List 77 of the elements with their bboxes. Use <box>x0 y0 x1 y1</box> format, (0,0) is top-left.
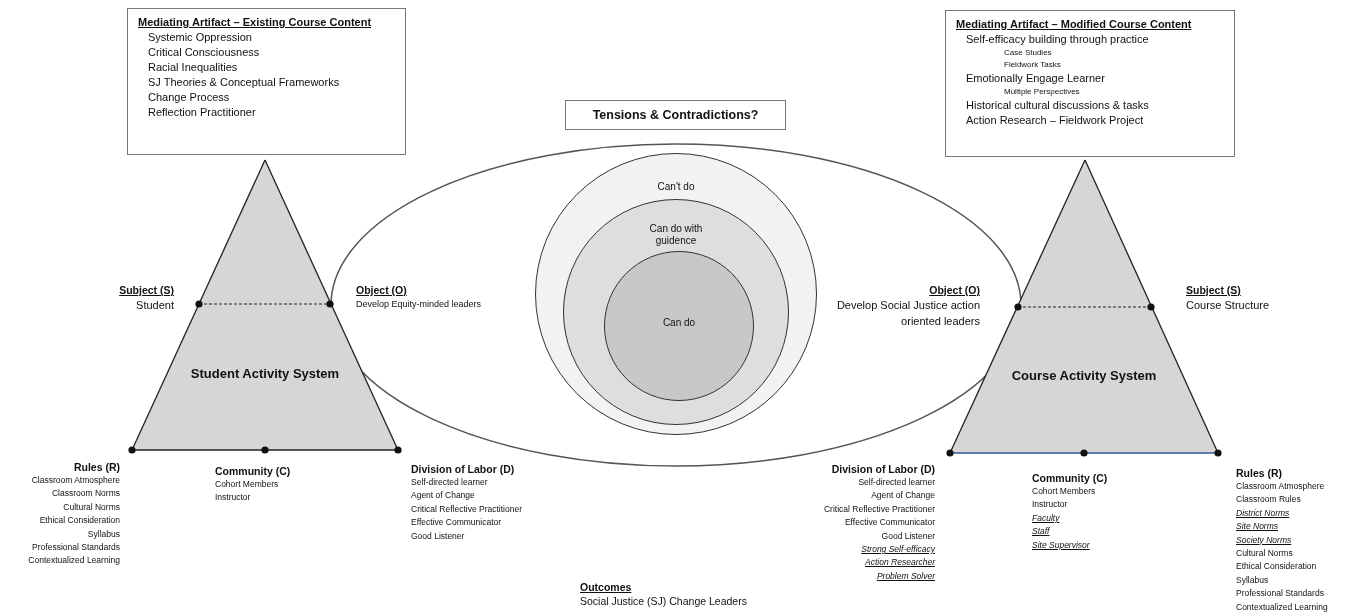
vertex-heading: Rules (R) <box>1236 466 1283 480</box>
circle-label: Can't do <box>656 181 696 193</box>
outcomes-text: Social Justice (SJ) Change Leaders <box>580 594 747 609</box>
vertex-text: Professional Standards <box>32 541 120 555</box>
list-item: Case Studies <box>1003 47 1053 59</box>
list-item: Multiple Perspectives <box>1003 86 1081 98</box>
vertex-text: Classroom Norms <box>52 487 120 501</box>
vertex-text: Syllabus <box>87 527 120 541</box>
list-item: Fieldwork Tasks <box>1003 59 1062 71</box>
list-item: Change Process <box>147 90 231 105</box>
vertex-text: Critical Reflective Practitioner <box>824 502 935 516</box>
list-item: Emotionally Engage Learner <box>965 71 1106 86</box>
vertex-heading: Object (O) <box>929 283 980 297</box>
box-heading: Mediating Artifact – Modified Course Content <box>956 17 1193 32</box>
vertex-text: Strong Self-efficacy <box>861 543 935 557</box>
vertex-text: Develop Social Justice action oriented leaders <box>835 298 980 329</box>
list-item: Racial Inequalities <box>147 60 239 75</box>
vertex-heading: Community (C) <box>215 464 291 478</box>
vertex-text: Effective Communicator <box>411 516 502 530</box>
vertex-text: Faculty <box>1032 511 1060 525</box>
vertex-text: Ethical Consideration <box>39 514 120 528</box>
box-title: Tensions & Contradictions? <box>592 108 759 122</box>
circle-label: Can do with guidence <box>648 223 704 247</box>
vertex-text: Site Norms <box>1236 520 1279 534</box>
text-box <box>565 100 786 130</box>
vertex-text: Instructor <box>1032 498 1068 512</box>
circle-label: Can do <box>661 317 697 329</box>
vertex-text: Classroom Atmosphere <box>1236 480 1325 493</box>
vertex-text: Student <box>136 298 174 313</box>
vertex-text: Site Supervisor <box>1032 538 1090 552</box>
vertex-text: Syllabus <box>1236 573 1269 587</box>
vertex-text: Cohort Members <box>1032 485 1096 498</box>
vertex-text: Good Listener <box>411 529 465 543</box>
vertex-text: Contextualized Learning <box>1236 600 1328 614</box>
content-box <box>127 8 406 155</box>
vertex-text: Classroom Atmosphere <box>31 474 120 487</box>
list-item: Historical cultural discussions & tasks <box>965 98 1150 113</box>
list-item: Critical Consciousness <box>147 45 261 60</box>
vertex-text: Effective Communicator <box>844 516 935 530</box>
vertex-text: Agent of Change <box>871 489 935 503</box>
content-box <box>945 10 1235 157</box>
vertex-text: Self-directed learner <box>411 476 488 489</box>
vertex-heading: Subject (S) <box>1186 283 1241 297</box>
vertex-text: Self-directed learner <box>858 476 935 489</box>
vertex-text: Cultural Norms <box>1236 547 1293 561</box>
vertex-text: Critical Reflective Practitioner <box>411 502 522 516</box>
vertex-text: Contextualized Learning <box>28 554 120 568</box>
vertex-text: Course Structure <box>1186 298 1270 313</box>
outcomes-heading: Outcomes <box>580 580 633 594</box>
vertex-text: Instructor <box>215 491 251 505</box>
vertex-text: Cohort Members <box>215 478 279 491</box>
vertex-heading: Division of Labor (D) <box>831 462 935 476</box>
vertex-text: Problem Solver <box>876 569 935 583</box>
list-item: Systemic Oppression <box>147 30 253 45</box>
vertex-heading: Community (C) <box>1032 471 1108 485</box>
vertex-heading: Division of Labor (D) <box>411 462 515 476</box>
list-item: Reflection Practitioner <box>147 105 257 120</box>
vertex-heading: Subject (S) <box>119 283 174 297</box>
triangle-title: Student Activity System <box>190 365 340 383</box>
list-item: Action Research – Fieldwork Project <box>965 113 1145 128</box>
vertex-text: Agent of Change <box>411 489 475 503</box>
vertex-text: Ethical Consideration <box>1236 560 1317 574</box>
vertex-heading: Object (O) <box>356 283 407 297</box>
vertex-text: Action Researcher <box>865 556 935 570</box>
list-item: Self-efficacy building through practice <box>965 32 1150 47</box>
triangle-title: Course Activity System <box>1010 367 1158 385</box>
vertex-text: Good Listener <box>881 529 935 543</box>
vertex-heading: Rules (R) <box>73 460 120 474</box>
vertex-text: Society Norms <box>1236 533 1292 547</box>
vertex-text: Professional Standards <box>1236 587 1324 601</box>
vertex-text: Staff <box>1032 525 1050 539</box>
box-heading: Mediating Artifact – Existing Course Content <box>138 15 373 30</box>
list-item: SJ Theories & Conceptual Frameworks <box>147 75 341 90</box>
vertex-text: District Norms <box>1236 506 1290 520</box>
vertex-text: Classroom Rules <box>1236 493 1301 507</box>
vertex-text: Cultural Norms <box>63 500 120 514</box>
vertex-text: Develop Equity-minded leaders <box>356 298 482 311</box>
